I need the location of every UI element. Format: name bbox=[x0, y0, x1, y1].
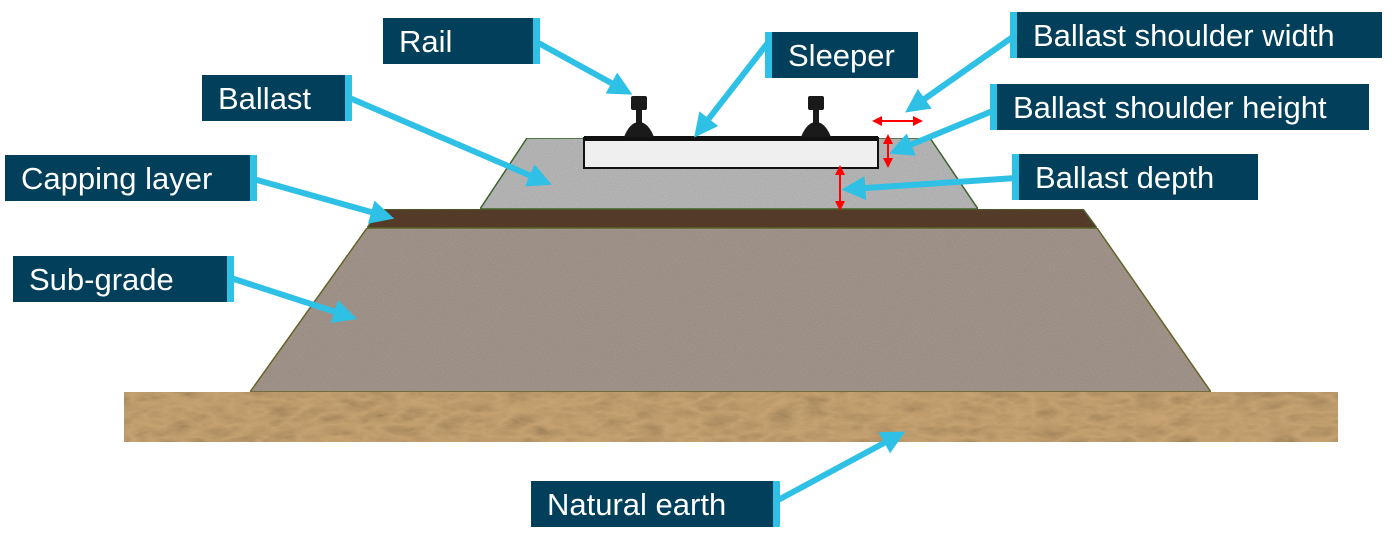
capping-layer bbox=[365, 208, 1099, 229]
ballast-pointer bbox=[349, 96, 552, 187]
capping-layer-label: Capping layer bbox=[5, 155, 257, 201]
ballast-label: Ballast bbox=[202, 75, 352, 121]
rail-label: Rail bbox=[383, 18, 540, 64]
subgrade-pointer bbox=[231, 276, 358, 323]
shoulder-width-pointer bbox=[905, 31, 1020, 113]
rail-right bbox=[801, 96, 831, 137]
ballast-shoulder-height-label: Ballast shoulder height bbox=[990, 84, 1369, 130]
rail-left bbox=[624, 96, 654, 137]
subgrade-layer bbox=[248, 227, 1213, 393]
ballast-depth-label: Ballast depth bbox=[1012, 154, 1258, 200]
capping-pointer bbox=[254, 177, 395, 224]
shoulder-height-pointer bbox=[889, 107, 998, 156]
natural-earth-layer bbox=[124, 392, 1338, 442]
sub-grade-label: Sub-grade bbox=[13, 256, 234, 302]
ballast-depth-pointer bbox=[841, 175, 1019, 201]
sleeper-top-edge bbox=[584, 136, 878, 141]
sleeper-pointer bbox=[694, 37, 773, 138]
natural-earth-pointer bbox=[777, 431, 906, 502]
sleeper-block bbox=[583, 137, 879, 169]
rail-pointer bbox=[530, 37, 633, 95]
ballast-shoulder-width-label: Ballast shoulder width bbox=[1010, 12, 1382, 58]
natural-earth-label: Natural earth bbox=[531, 481, 780, 527]
sleeper-label: Sleeper bbox=[765, 32, 918, 78]
